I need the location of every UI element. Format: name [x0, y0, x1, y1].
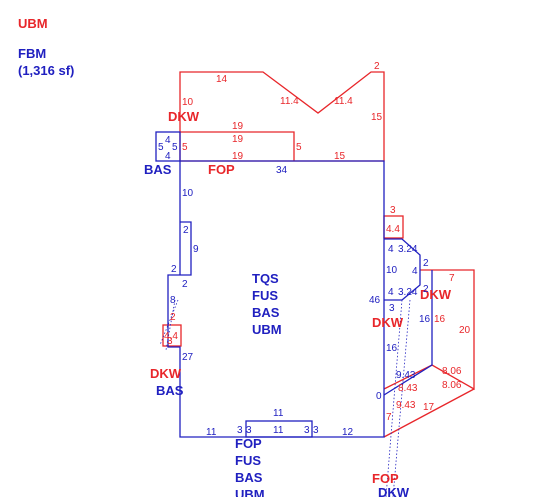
dim-blue: 3.24 — [398, 287, 418, 298]
label-bas-left: BAS — [156, 383, 184, 398]
dim-blue: 2 — [423, 258, 429, 269]
dim-red: 19 — [232, 151, 244, 162]
dim-blue: 10 — [182, 188, 194, 199]
dim-blue: 12 — [342, 427, 354, 438]
bay-outline — [384, 238, 421, 301]
dim-blue: 4 — [412, 266, 418, 277]
ubm-upper-outline — [179, 71, 385, 162]
legend-fbm-area: (1,316 sf) — [18, 63, 75, 78]
dim-blue: 16 — [419, 314, 431, 325]
dim-red: 8.43 — [398, 383, 418, 394]
dim-red: 2 — [170, 312, 176, 323]
legend-fbm: FBM — [18, 46, 47, 61]
dim-blue: 10 — [386, 265, 398, 276]
dim-red: 7 — [386, 412, 392, 423]
dim-red: 4.4 — [386, 224, 400, 235]
dim-red: 4.4 — [164, 331, 178, 342]
dim-red: 9.43 — [396, 400, 416, 411]
dotted-guide-left-2 — [159, 299, 179, 346]
dotted-guide-left — [165, 299, 176, 351]
dim-blue: 3 — [237, 425, 243, 436]
small-deck-left — [162, 324, 182, 347]
label-dkw-right: DKW — [420, 287, 452, 302]
label-dkw-upper: DKW — [168, 109, 200, 124]
dim-blue: 27 — [182, 352, 194, 363]
dim-blue: 4 — [388, 287, 394, 298]
dim-red: 10 — [182, 97, 194, 108]
dim-blue: 3 — [304, 425, 310, 436]
dim-blue: 4 — [388, 244, 394, 255]
dkw-right-outline — [383, 269, 475, 438]
dim-red: 2 — [374, 61, 380, 72]
dim-blue: 4 — [165, 151, 171, 162]
dim-red: 8.06 — [442, 366, 462, 377]
dim-red: 11.4 — [334, 96, 353, 107]
dim-blue: 9.43 — [396, 370, 416, 381]
dim-blue: 2 — [183, 225, 189, 236]
label-bas-bottom: BAS — [235, 470, 263, 485]
dim-blue: 2 — [171, 264, 177, 275]
dim-blue: 5 — [172, 142, 178, 153]
dim-blue: 2 — [423, 284, 429, 295]
label-fop-upper: FOP — [208, 162, 235, 177]
dim-red: 19 — [232, 134, 244, 145]
main-floor-outline — [167, 160, 385, 438]
dim-red: 5 — [182, 142, 188, 153]
dim-red: 11.4 — [280, 96, 299, 107]
label-tqs: TQS — [252, 271, 279, 286]
dotted-guide-right — [385, 299, 403, 497]
label-bas: BAS — [252, 305, 280, 320]
dotted-guide-right-2 — [392, 299, 411, 497]
label-dkw-bay: DKW — [372, 315, 404, 330]
fop-deck-outline — [180, 131, 295, 161]
dim-blue: 3 — [313, 425, 319, 436]
legend-ubm: UBM — [18, 16, 48, 31]
dim-red: 16 — [434, 314, 446, 325]
dim-blue: 5 — [158, 142, 164, 153]
dim-blue: 8 — [170, 295, 176, 306]
dim-red: 20 — [459, 325, 471, 336]
dim-red: 14 — [216, 74, 228, 85]
dim-blue: 2 — [182, 279, 188, 290]
label-dkw-right-bottom: DKW — [378, 485, 410, 497]
dim-red: 15 — [334, 151, 346, 162]
dim-red: 3 — [390, 205, 396, 216]
dkw-right-blue-edge — [383, 270, 433, 396]
dim-blue: 3 — [389, 303, 395, 314]
dim-red: 17 — [423, 402, 435, 413]
label-fop-right-bottom: FOP — [372, 471, 399, 486]
dim-red: 5 — [296, 142, 302, 153]
bas-small-box — [155, 131, 181, 162]
dim-blue: 11 — [273, 425, 284, 436]
label-fus: FUS — [252, 288, 278, 303]
label-dkw-left: DKW — [150, 366, 182, 381]
fop-bottom-box — [245, 420, 313, 438]
dim-red: 19 — [232, 121, 244, 132]
dim-red: 7 — [449, 273, 455, 284]
dim-blue: 46 — [369, 295, 381, 306]
dim-blue: 3 — [246, 425, 252, 436]
label-bas-upper: BAS — [144, 162, 172, 177]
dim-blue: 3.24 — [398, 244, 418, 255]
label-ubm: UBM — [252, 322, 282, 337]
dim-red: 3 — [167, 336, 173, 347]
dim-blue: 0 — [376, 391, 382, 402]
dim-blue: 4 — [165, 135, 171, 146]
dim-blue: 11 — [206, 427, 217, 438]
dim-red: 15 — [371, 112, 383, 123]
label-fop-bottom: FOP — [235, 436, 262, 451]
label-ubm-bottom: UBM — [235, 487, 265, 497]
dim-blue: 9 — [193, 244, 199, 255]
label-fus-bottom: FUS — [235, 453, 261, 468]
dim-blue: 11 — [273, 408, 284, 419]
dim-blue: 34 — [276, 165, 288, 176]
dim-blue: 16 — [386, 343, 398, 354]
dim-red: 8.06 — [442, 380, 462, 391]
